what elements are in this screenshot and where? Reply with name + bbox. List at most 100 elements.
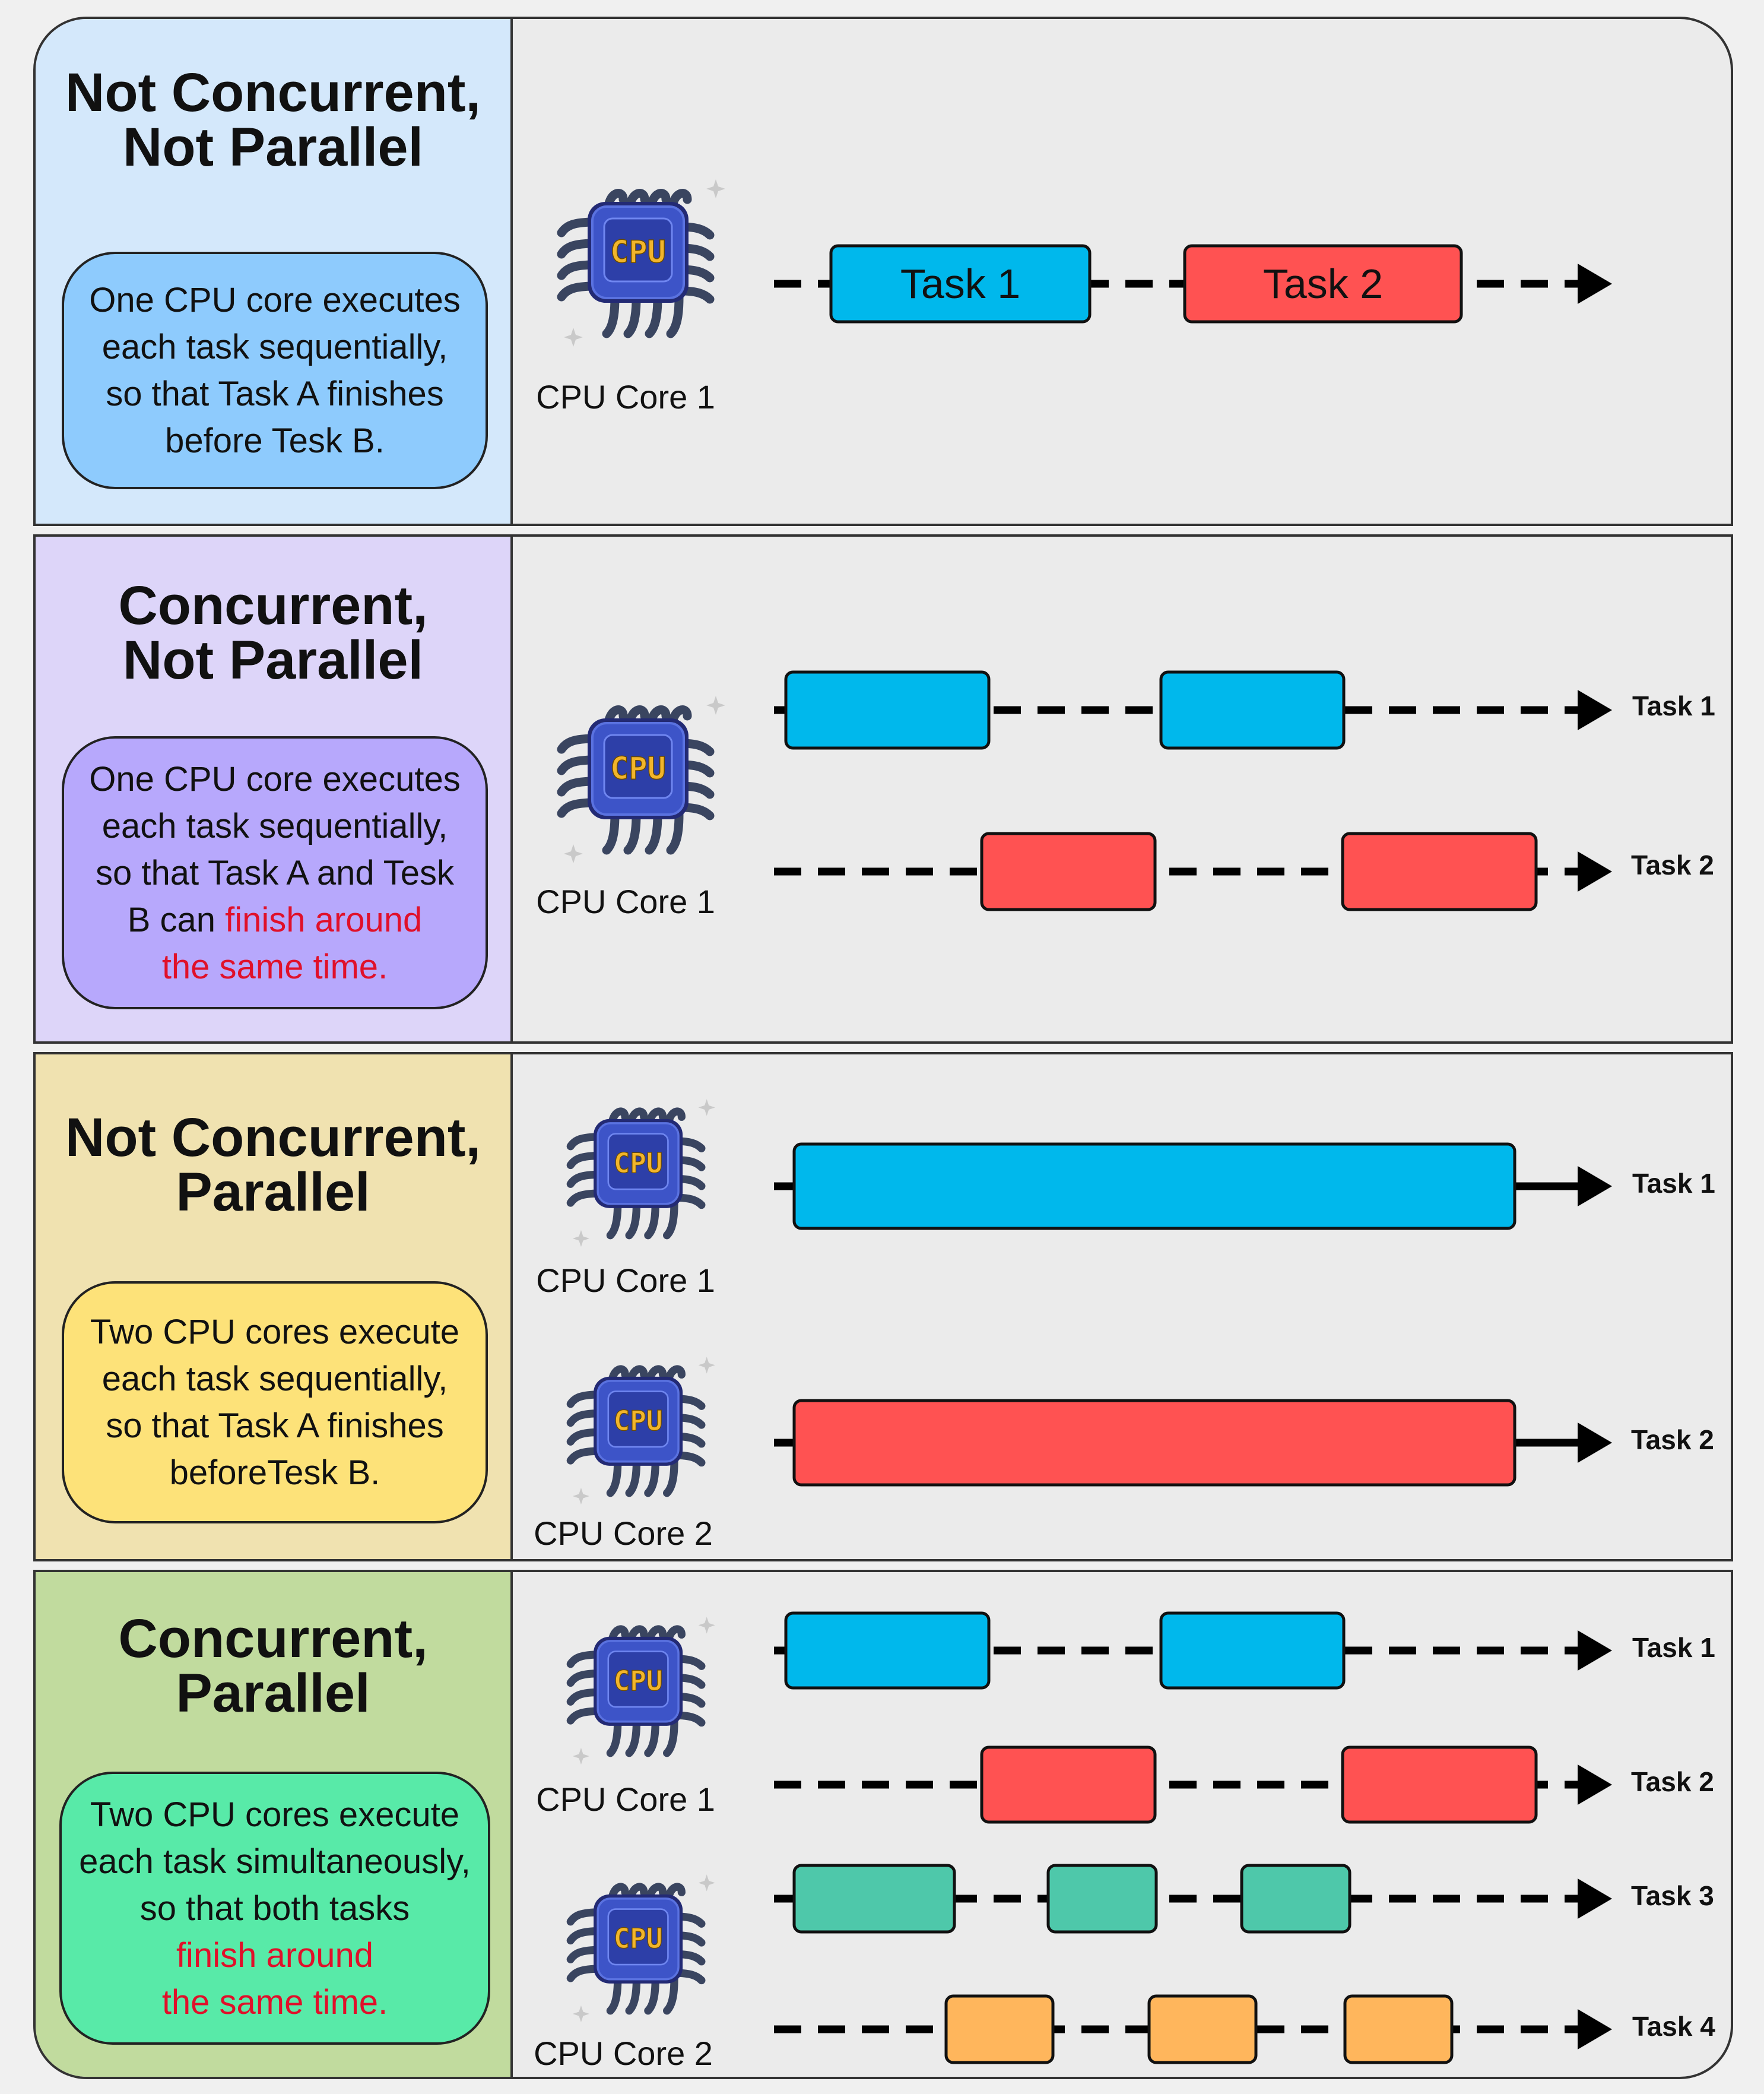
description-highlight: finish around xyxy=(176,1935,374,1975)
task-label: Task 1 xyxy=(1632,1168,1715,1199)
task-bar xyxy=(1240,1864,1351,1934)
task-bar xyxy=(1147,1994,1258,2064)
task-bar xyxy=(980,1745,1157,1824)
svg-text:CPU: CPU xyxy=(614,1147,663,1179)
title-line: Parallel xyxy=(176,1663,370,1724)
description-line: B can finish around xyxy=(64,896,486,943)
task-bar-label: Task 1 xyxy=(900,261,1020,307)
description-line: Two CPU cores execute xyxy=(90,1795,460,1834)
task-bar-label: Task 2 xyxy=(1263,261,1383,307)
title-line: Not Parallel xyxy=(122,117,424,178)
title-line: Not Concurrent, xyxy=(65,1107,481,1168)
task-bar xyxy=(792,1142,1516,1230)
description-bubble: Two CPU cores execute each task sequenti… xyxy=(62,1281,488,1523)
core-label: CPU Core 1 xyxy=(536,1781,715,1818)
svg-text:CPU: CPU xyxy=(614,1665,663,1697)
core-label: CPU Core 2 xyxy=(534,1515,713,1552)
core-label: CPU Core 1 xyxy=(536,1262,715,1299)
description-bubble: One CPU core executes each task sequenti… xyxy=(62,252,488,489)
panel-not-concurrent-parallel: Not Concurrent, Parallel Two CPU cores e… xyxy=(33,1052,1733,1561)
svg-text:CPU: CPU xyxy=(610,235,666,270)
timeline-arrowhead xyxy=(1578,1764,1612,1805)
cpu-chip-icon: CPU xyxy=(538,156,740,357)
description-highlight: the same time. xyxy=(161,1982,388,2022)
cpu-chip-icon: CPU xyxy=(550,1078,728,1256)
panel-left: Not Concurrent, Not Parallel One CPU cor… xyxy=(36,19,513,524)
timeline-lanes: Task 1 Task 2 xyxy=(774,244,1612,324)
task-bar xyxy=(784,1611,991,1690)
description-line: each task sequentially, xyxy=(101,1360,448,1398)
cpu-chip-icon: CPU xyxy=(538,672,740,874)
timeline-lanes xyxy=(774,1611,1612,2064)
timeline-arrowhead xyxy=(1578,1423,1612,1463)
task-label: Task 4 xyxy=(1632,2011,1715,2042)
description-bubble: One CPU core executes each task sequenti… xyxy=(62,736,488,1009)
timeline-arrowhead xyxy=(1578,851,1612,892)
description-line: One CPU core executes xyxy=(89,281,461,319)
task-bar xyxy=(1343,1994,1454,2064)
cpu-chip-icon: CPU xyxy=(550,1854,728,2032)
task-bar xyxy=(792,1399,1516,1487)
task-label: Task 2 xyxy=(1631,1766,1714,1797)
panel-title: Not Concurrent, Parallel xyxy=(36,1110,510,1219)
task-label: Task 2 xyxy=(1631,850,1714,880)
timeline-arrowhead xyxy=(1578,264,1612,304)
timeline-arrowhead xyxy=(1578,1630,1612,1671)
cpu-chip-icon: CPU xyxy=(550,1336,728,1514)
description-bubble: Two CPU cores execute each task simultan… xyxy=(59,1772,490,2045)
description-text: B can xyxy=(127,900,226,939)
panel-concurrent-not-parallel: Concurrent, Not Parallel One CPU core ex… xyxy=(33,534,1733,1044)
timeline-lanes xyxy=(774,1142,1612,1487)
description-line: each task sequentially, xyxy=(101,328,448,366)
core-label: CPU Core 1 xyxy=(536,378,715,416)
panel-left: Concurrent, Parallel Two CPU cores execu… xyxy=(36,1572,513,2077)
task-bar xyxy=(1341,1745,1538,1824)
svg-text:CPU: CPU xyxy=(614,1405,663,1437)
task-bar xyxy=(980,832,1157,911)
description-highlight: the same time. xyxy=(161,947,388,986)
task-bar xyxy=(1341,832,1538,911)
task-bar xyxy=(1159,1611,1346,1690)
task-bar xyxy=(792,1864,956,1934)
description-line: so that both tasks xyxy=(139,1889,410,1928)
svg-text:CPU: CPU xyxy=(610,751,666,787)
panel-left: Concurrent, Not Parallel One CPU core ex… xyxy=(36,537,513,1041)
task-label: Task 2 xyxy=(1631,1424,1714,1455)
task-bar xyxy=(944,1994,1055,2064)
task-label: Task 3 xyxy=(1631,1880,1714,1911)
task-label: Task 1 xyxy=(1632,1632,1715,1663)
core-label: CPU Core 1 xyxy=(536,883,715,920)
panel-title: Concurrent, Parallel xyxy=(36,1611,510,1721)
description-line: beforeTesk B. xyxy=(169,1453,380,1492)
description-highlight: finish around xyxy=(225,900,423,939)
title-line: Not Concurrent, xyxy=(65,62,481,123)
description-line: each task sequentially, xyxy=(101,806,448,845)
description-line: so that Task A finishes xyxy=(106,375,444,413)
panel-concurrent-parallel: Concurrent, Parallel Two CPU cores execu… xyxy=(33,1570,1733,2079)
timeline-lanes xyxy=(774,670,1612,911)
description-line: One CPU core executes xyxy=(89,759,461,799)
core-label: CPU Core 2 xyxy=(534,2035,713,2072)
timeline-arrowhead xyxy=(1578,2009,1612,2049)
timeline-arrowhead xyxy=(1578,690,1612,730)
timeline-arrowhead xyxy=(1578,1878,1612,1919)
panel-left: Not Concurrent, Parallel Two CPU cores e… xyxy=(36,1054,513,1559)
panel-title: Concurrent, Not Parallel xyxy=(36,578,510,688)
title-line: Not Parallel xyxy=(122,630,424,690)
description-line: so that Task A and Tesk xyxy=(95,853,455,892)
panel-title: Not Concurrent, Not Parallel xyxy=(36,65,510,175)
description-line: so that Task A finishes xyxy=(106,1406,444,1445)
task-bar xyxy=(784,670,991,750)
title-line: Concurrent, xyxy=(118,575,428,636)
timeline-arrowhead xyxy=(1578,1166,1612,1206)
title-line: Parallel xyxy=(176,1162,370,1222)
description-line: Two CPU cores execute xyxy=(90,1313,460,1351)
task-bar xyxy=(1183,244,1463,324)
title-line: Concurrent, xyxy=(118,1608,428,1669)
svg-text:CPU: CPU xyxy=(614,1922,663,1954)
cpu-chip-icon: CPU xyxy=(550,1596,728,1774)
task-label: Task 1 xyxy=(1632,690,1715,721)
task-bar xyxy=(829,244,1092,324)
description-line: before Tesk B. xyxy=(165,422,385,460)
description-line: each task simultaneously, xyxy=(79,1842,471,1881)
